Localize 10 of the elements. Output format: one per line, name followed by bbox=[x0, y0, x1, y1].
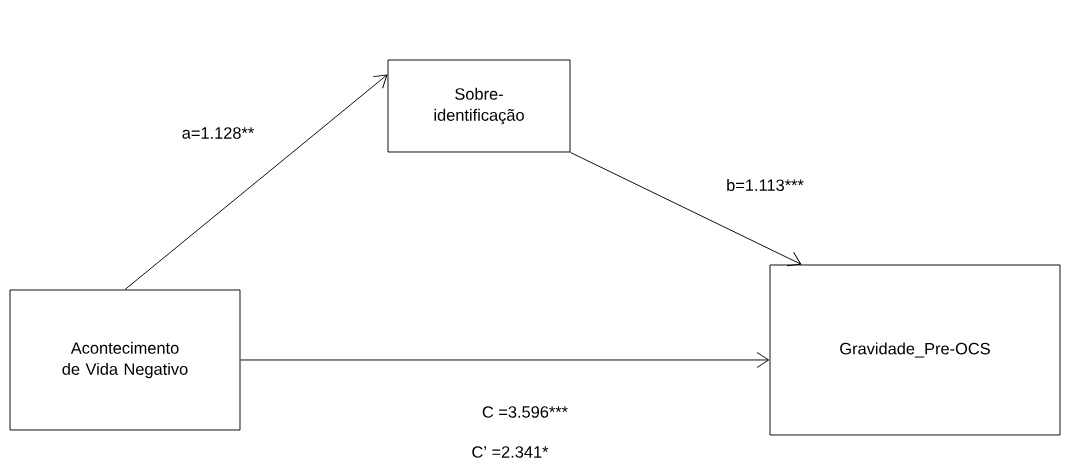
box: Sobre- identificação bbox=[387, 59, 571, 153]
edge-label: b=1.113*** bbox=[727, 178, 804, 191]
arrow bbox=[240, 352, 770, 368]
box: Acontecimento de Vida Negativo bbox=[9, 289, 241, 431]
edge-label: a=1.128** bbox=[182, 127, 254, 139]
arrow bbox=[570, 152, 802, 267]
coefficient-label: C’ =2.341* bbox=[472, 446, 549, 458]
edge-label: C =3.596*** bbox=[482, 406, 568, 418]
arrow bbox=[124, 74, 388, 290]
box: Gravidade_Pre-OCS bbox=[769, 264, 1061, 436]
